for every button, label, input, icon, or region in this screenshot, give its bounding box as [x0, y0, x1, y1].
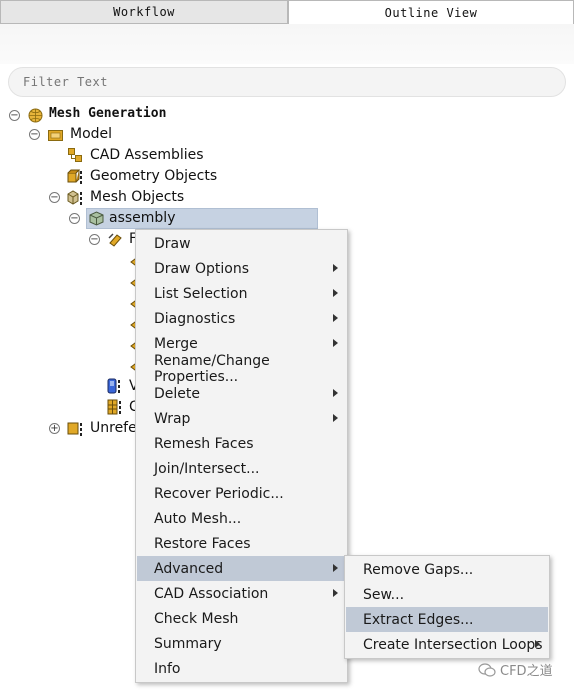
- tab-workflow[interactable]: Workflow: [0, 0, 288, 24]
- menu-item-draw[interactable]: Draw: [137, 231, 346, 256]
- menu-item-advanced[interactable]: Advanced: [137, 556, 346, 581]
- menu-item-cad-association[interactable]: CAD Association: [137, 581, 346, 606]
- menu-item-label: Diagnostics: [154, 310, 236, 327]
- tree-item-cad-assemblies[interactable]: CAD Assemblies: [90, 147, 204, 163]
- submenu-item-remove-gaps[interactable]: Remove Gaps...: [346, 557, 548, 582]
- tree-item-volumes-partial[interactable]: V: [129, 378, 139, 394]
- submenu-item-extract-edges[interactable]: Extract Edges...: [346, 607, 548, 632]
- geometry-objects-icon: [67, 168, 83, 184]
- watermark: CFD之道: [478, 660, 553, 679]
- menu-item-label: Recover Periodic...: [154, 485, 284, 502]
- collapse-toggle-icon[interactable]: −: [89, 234, 100, 245]
- menu-item-rename-change-properties[interactable]: Rename/Change Properties...: [137, 353, 346, 385]
- cad-assemblies-icon: [67, 147, 83, 163]
- tab-outline-view[interactable]: Outline View: [288, 0, 574, 24]
- menu-item-info[interactable]: Info: [137, 656, 346, 681]
- submenu-arrow-icon: [333, 414, 338, 422]
- panel-header-strip: [0, 24, 574, 64]
- submenu-arrow-icon: [333, 314, 338, 322]
- submenu-arrow-icon: [333, 339, 338, 347]
- collapse-toggle-icon[interactable]: −: [29, 129, 40, 140]
- tree-item-mesh-generation[interactable]: Mesh Generation: [49, 106, 167, 121]
- menu-item-label: Auto Mesh...: [154, 510, 242, 527]
- menu-item-label: Check Mesh: [154, 610, 239, 627]
- menu-item-draw-options[interactable]: Draw Options: [137, 256, 346, 281]
- unreferenced-icon: [67, 420, 83, 436]
- submenu-arrow-icon: [333, 389, 338, 397]
- menu-item-wrap[interactable]: Wrap: [137, 406, 346, 431]
- menu-item-label: List Selection: [154, 285, 248, 302]
- menu-item-join-intersect[interactable]: Join/Intersect...: [137, 456, 346, 481]
- menu-item-label: Draw: [154, 235, 191, 252]
- menu-item-label: Summary: [154, 635, 222, 652]
- menu-item-label: Restore Faces: [154, 535, 251, 552]
- submenu-arrow-icon: [333, 564, 338, 572]
- submenu-arrow-icon: [333, 264, 338, 272]
- menu-item-label: Remesh Faces: [154, 435, 254, 452]
- menu-item-recover-periodic[interactable]: Recover Periodic...: [137, 481, 346, 506]
- submenu-item-create-intersection-loops[interactable]: Create Intersection Loops: [346, 632, 548, 657]
- tree-item-model[interactable]: Model: [70, 126, 113, 142]
- tree-item-faces-partial[interactable]: F: [129, 231, 138, 247]
- menu-item-label: Info: [154, 660, 181, 677]
- menu-item-remesh-faces[interactable]: Remesh Faces: [137, 431, 346, 456]
- mesh-generation-globe-icon: [27, 107, 43, 123]
- watermark-text: CFD之道: [500, 664, 553, 679]
- menu-item-label: Draw Options: [154, 260, 250, 277]
- menu-item-label: Remove Gaps...: [363, 561, 474, 578]
- menu-item-restore-faces[interactable]: Restore Faces: [137, 531, 346, 556]
- menu-item-label: Create Intersection Loops: [363, 636, 543, 653]
- menu-item-check-mesh[interactable]: Check Mesh: [137, 606, 346, 631]
- submenu-item-sew[interactable]: Sew...: [346, 582, 548, 607]
- menu-item-auto-mesh[interactable]: Auto Mesh...: [137, 506, 346, 531]
- menu-item-label: Wrap: [154, 410, 191, 427]
- collapse-toggle-icon[interactable]: −: [49, 192, 60, 203]
- submenu-arrow-icon: [535, 640, 540, 648]
- menu-item-label: CAD Association: [154, 585, 269, 602]
- tree-item-mesh-objects[interactable]: Mesh Objects: [90, 189, 185, 205]
- expand-toggle-icon[interactable]: +: [49, 423, 60, 434]
- tree-item-cells-partial[interactable]: C: [129, 399, 139, 415]
- face-zones-icon: [107, 231, 123, 247]
- tree-item-unreferenced-partial[interactable]: Unrefe: [90, 420, 137, 436]
- volumes-icon: [107, 378, 123, 394]
- submenu-arrow-icon: [333, 589, 338, 597]
- tree-item-assembly[interactable]: assembly: [109, 210, 176, 226]
- menu-item-summary[interactable]: Summary: [137, 631, 346, 656]
- wechat-icon: [478, 662, 496, 677]
- menu-item-label: Join/Intersect...: [154, 460, 260, 477]
- selection-highlight: [86, 208, 318, 229]
- menu-item-merge[interactable]: Merge: [137, 331, 346, 356]
- menu-item-list-selection[interactable]: List Selection: [137, 281, 346, 306]
- menu-item-delete[interactable]: Delete: [137, 381, 346, 406]
- mesh-objects-icon: [67, 189, 83, 205]
- menu-item-label: Delete: [154, 385, 200, 402]
- filter-text-input[interactable]: [8, 67, 566, 97]
- model-folder-icon: [47, 126, 63, 142]
- menu-item-label: Extract Edges...: [363, 611, 474, 628]
- assembly-mesh-icon: [88, 210, 104, 226]
- menu-item-label: Rename/Change Properties...: [154, 352, 270, 385]
- menu-item-label: Sew...: [363, 586, 405, 603]
- collapse-toggle-icon[interactable]: −: [69, 213, 80, 224]
- advanced-submenu: Remove Gaps... Sew... Extract Edges... Crea…: [344, 555, 550, 659]
- tree-item-geometry-objects[interactable]: Geometry Objects: [90, 168, 218, 184]
- menu-item-label: Advanced: [154, 560, 224, 577]
- submenu-arrow-icon: [333, 289, 338, 297]
- cell-zones-icon: [107, 399, 123, 415]
- collapse-toggle-icon[interactable]: −: [9, 110, 20, 121]
- menu-item-label: Merge: [154, 335, 198, 352]
- menu-item-diagnostics[interactable]: Diagnostics: [137, 306, 346, 331]
